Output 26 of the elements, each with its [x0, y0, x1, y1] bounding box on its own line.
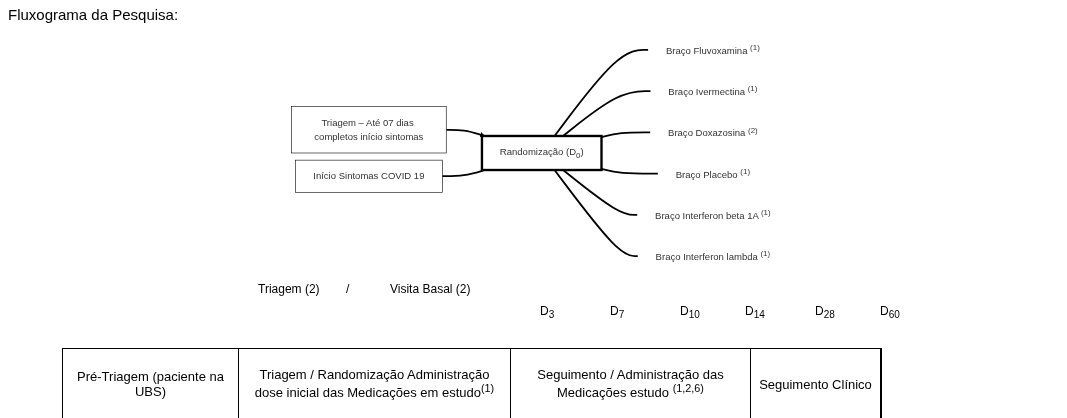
node-text: Braço Placebo $^{(1)}$: [675, 166, 751, 180]
table-cell: Triagem / Randomização Administração dose inicial das Medicações em estudo$^{(1)}$: [239, 349, 511, 418]
table-cell: Seguimento / Administração das Medicações estudo $^{(1,2,6)}$: [511, 349, 751, 418]
table-cell: Seguimento Clínico: [751, 349, 881, 418]
node-text: Braço Doxazosina $^{(2)}$: [668, 125, 758, 139]
table-cell: Pré-Triagem (paciente na UBS): [63, 349, 239, 418]
phase-label: Visita Basal (2): [390, 282, 471, 296]
separator-text: /: [346, 282, 350, 296]
day-label: D$_{10}$: [680, 304, 700, 321]
diagram-title: Fluxograma da Pesquisa:: [8, 6, 179, 23]
connector: [562, 90, 652, 137]
node-text: Braço Ivermectina $^{(1)}$: [668, 84, 758, 97]
node-text: Braço Fluvoxamina $^{(1)}$: [665, 42, 760, 56]
node-text: Braço Interferon lambda $^{(1)}$: [655, 249, 771, 262]
connector: [600, 168, 659, 175]
connector: [600, 131, 652, 138]
day-label: D$_{3}$: [540, 304, 555, 321]
node-box: Início Sintomas COVID 19: [295, 159, 443, 193]
phase-label: Triagem (2): [258, 282, 320, 296]
day-label: D$_{28}$: [815, 304, 835, 321]
day-label: D$_{60}$: [880, 304, 900, 321]
node-box: Randomização (D$_{0}$): [480, 134, 603, 172]
day-label: D$_{14}$: [745, 304, 765, 321]
node-text: Braço Interferon beta 1A $^{(1)}$: [655, 207, 771, 221]
node-box: Triagem – Até 07 dias completos início sintomas: [291, 106, 447, 154]
day-label: D$_{7}$: [610, 304, 625, 321]
